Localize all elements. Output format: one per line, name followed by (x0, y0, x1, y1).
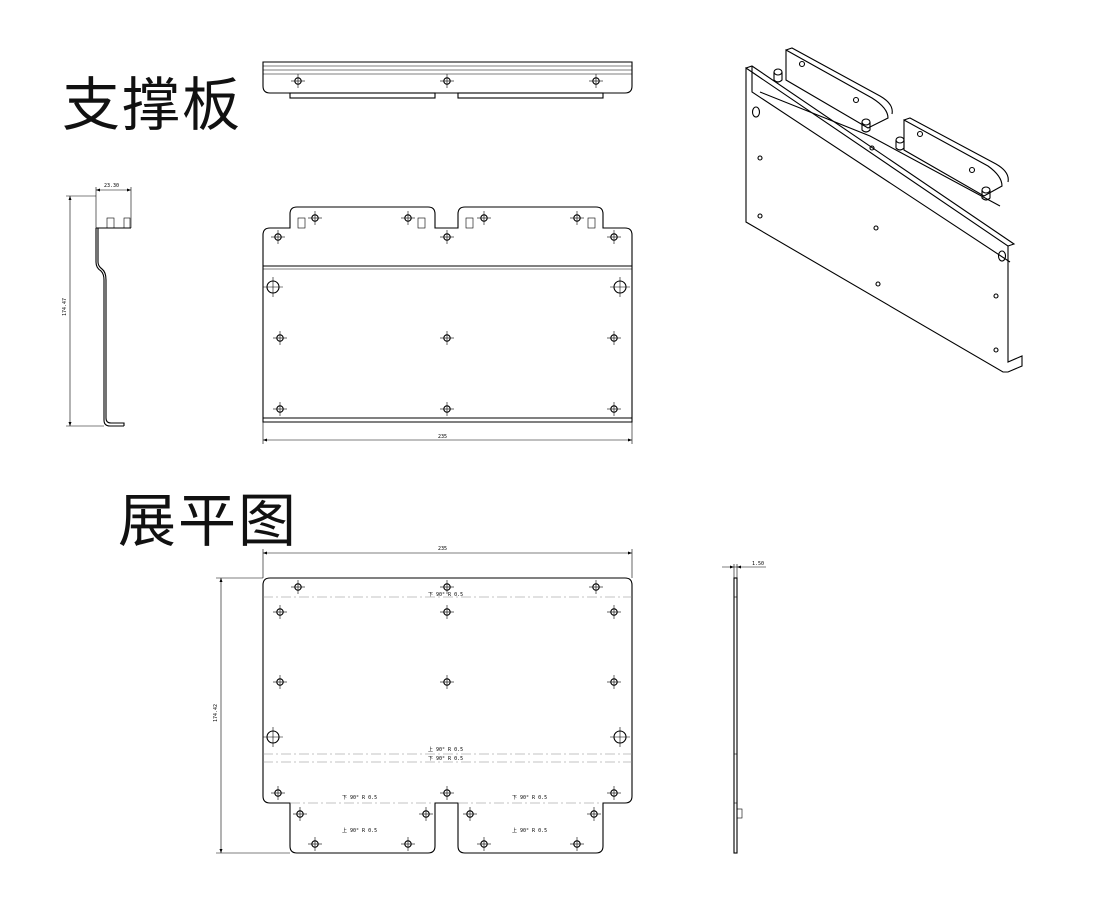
bend-note-tab-left-bottom: 上 90° R 0.5 (342, 827, 377, 834)
flat-pattern: 下 90° R 0.5 上 90° R 0.5 下 90° R 0.5 下 90… (213, 546, 633, 854)
bend-note-tab-right-top: 下 90° R 0.5 (512, 795, 547, 801)
part-title: 支撑板 (62, 71, 243, 139)
top-view (262, 61, 633, 99)
thickness-dim: 1.50 (752, 561, 764, 567)
bend-note-tab-left-top: 下 90° R 0.5 (342, 795, 377, 801)
front-width-dim: 235 (438, 434, 447, 440)
isometric-view (745, 47, 1023, 373)
bend-note-lower-up: 上 90° R 0.5 (428, 746, 463, 753)
edge-view: 1.50 (722, 561, 766, 854)
front-view: 235 (262, 206, 633, 444)
flat-height-dim: 174.42 (213, 704, 219, 722)
bend-note-lower-down: 下 90° R 0.5 (428, 756, 463, 762)
bend-note-top: 下 90° R 0.5 (428, 592, 463, 598)
side-flange-dim: 23.30 (104, 183, 119, 189)
side-view: 23.30 174.47 (62, 183, 132, 427)
side-height-dim: 174.47 (62, 298, 68, 316)
bend-note-tab-right-bottom: 上 90° R 0.5 (512, 827, 547, 834)
flat-width-dim: 235 (438, 546, 447, 552)
flat-pattern-title: 展平图 (118, 487, 299, 555)
